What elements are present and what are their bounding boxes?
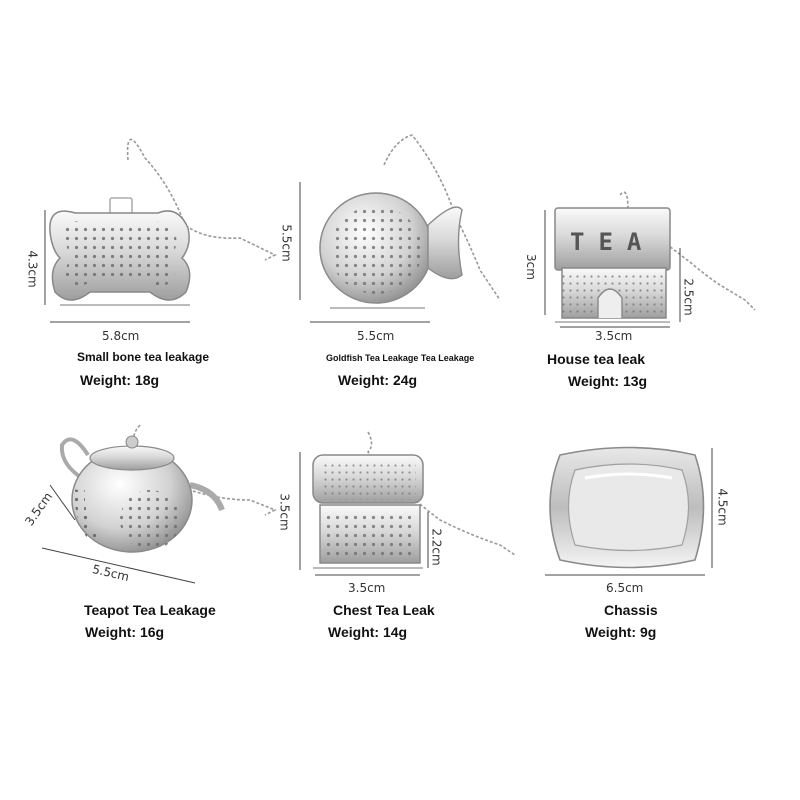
- chassis-width-dim: 6.5cm: [606, 581, 644, 595]
- goldfish-name: Goldfish Tea Leakage Tea Leakage: [326, 353, 475, 363]
- bone-height-dim: 4.3cm: [25, 250, 40, 288]
- house-width-dim: 3.5cm: [595, 329, 633, 343]
- chest-width-dim: 3.5cm: [348, 581, 386, 595]
- chest-name: Chest Tea Leak: [333, 602, 435, 618]
- chassis-height-dim: 4.5cm: [715, 488, 730, 526]
- chassis-weight: Weight: 9g: [585, 624, 657, 640]
- bone-width-dim: 5.8cm: [102, 329, 140, 343]
- goldfish-height-dim: 5.5cm: [279, 224, 294, 262]
- goldfish-width-dim: 5.5cm: [357, 329, 395, 343]
- chest-weight: Weight: 14g: [328, 624, 408, 640]
- bone-infuser-image: [49, 138, 277, 306]
- chest-height-dim: 3.5cm: [277, 493, 292, 531]
- teapot-name: Teapot Tea Leakage: [84, 602, 216, 618]
- bone-name: Small bone tea leakage: [77, 350, 210, 364]
- bone-weight: Weight: 18g: [80, 372, 160, 388]
- goldfish-weight: Weight: 24g: [338, 372, 418, 388]
- chassis-name: Chassis: [604, 602, 658, 618]
- chest-depth-dim: 2.2cm: [429, 528, 444, 566]
- chassis-tray-image: [549, 446, 705, 569]
- teapot-infuser-image: [59, 424, 277, 553]
- house-weight: Weight: 13g: [568, 373, 648, 389]
- house-height-dim: 3cm: [523, 254, 538, 280]
- house-lettering: TEA: [570, 228, 656, 256]
- chest-infuser-image: [312, 431, 516, 569]
- house-depth-dim: 2.5cm: [681, 278, 696, 316]
- teapot-weight: Weight: 16g: [85, 624, 165, 640]
- house-name: House tea leak: [547, 351, 646, 367]
- goldfish-infuser-image: [319, 134, 501, 309]
- dimension-lines: [41, 182, 713, 584]
- house-infuser-image: [554, 191, 756, 323]
